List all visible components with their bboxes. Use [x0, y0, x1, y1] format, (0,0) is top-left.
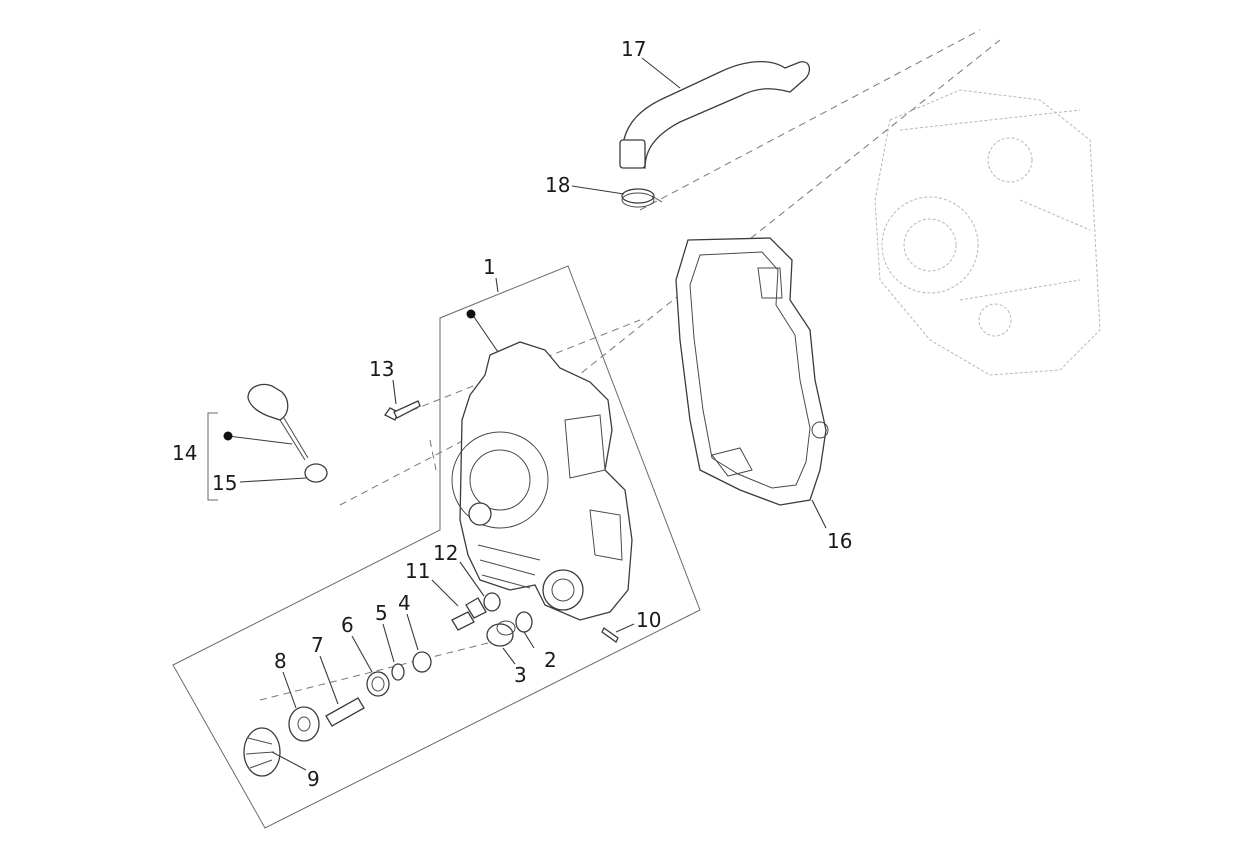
callout-13: 13	[369, 357, 394, 381]
engine-block-ghost	[874, 89, 1101, 376]
assembly-frame	[172, 265, 701, 829]
crankcase-cover-part	[451, 341, 633, 621]
callout-9: 9	[307, 767, 320, 791]
group-bracket	[207, 412, 218, 501]
callout-7: 7	[311, 633, 324, 657]
callout-14: 14	[172, 441, 197, 465]
dipstick-part	[247, 383, 309, 461]
callout-17: 17	[621, 37, 646, 61]
callout-16: 16	[827, 529, 852, 553]
callout-11: 11	[405, 559, 430, 583]
plug-part	[486, 620, 516, 647]
callout-labels: 1 2 3 4 5 6 7 8 9 10 11 12 13 14 15 16 1…	[172, 37, 852, 791]
callout-2: 2	[544, 648, 557, 672]
bullet-dot	[466, 309, 476, 319]
callout-5: 5	[375, 601, 388, 625]
bolt-part	[384, 400, 421, 421]
pump-shaft-part	[325, 697, 365, 727]
hose-part	[619, 60, 811, 169]
o-ring-part	[304, 463, 328, 483]
callout-3: 3	[514, 663, 527, 687]
callout-6: 6	[341, 613, 354, 637]
impeller-part	[243, 727, 281, 777]
leader-lines	[223, 57, 827, 771]
alignment-lines	[259, 29, 1001, 701]
gasket-part	[675, 237, 829, 506]
clamp-part	[621, 188, 663, 208]
callout-4: 4	[398, 591, 411, 615]
callout-18: 18	[545, 173, 570, 197]
bullet-dot	[223, 431, 233, 441]
callout-8: 8	[274, 649, 287, 673]
washer-part-5	[391, 663, 405, 681]
spacer-part-4	[412, 651, 432, 673]
callout-15: 15	[212, 471, 237, 495]
sensor-part	[451, 597, 487, 631]
seal-part	[366, 671, 390, 697]
callout-10: 10	[636, 608, 661, 632]
washer-part-12	[483, 592, 501, 612]
callout-1: 1	[483, 255, 496, 279]
callout-12: 12	[433, 541, 458, 565]
bearing-part	[288, 706, 320, 742]
washer-part-2	[515, 611, 533, 633]
pin-part	[601, 627, 619, 643]
